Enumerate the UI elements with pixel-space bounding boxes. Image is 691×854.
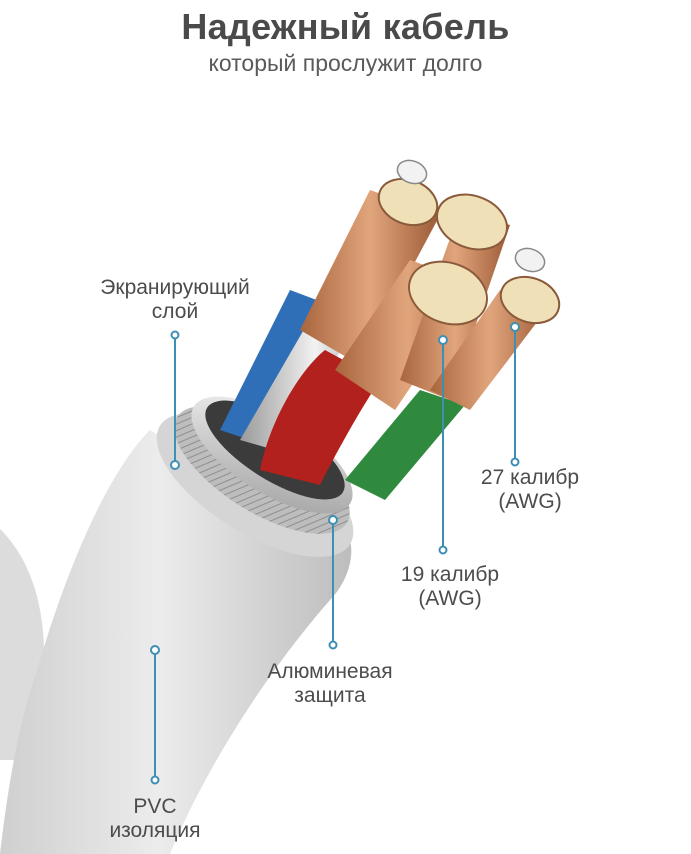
label-27-awg: 27 калибр (AWG) [440,466,620,514]
label-19-awg: 19 калибр (AWG) [360,563,540,611]
label-shielding-layer: Экранирующий слой [70,276,280,324]
label-aluminum-protection: Алюминевая защита [230,660,430,708]
label-pvc-insulation: PVC изоляция [70,795,240,843]
copper-conductors [300,157,566,410]
